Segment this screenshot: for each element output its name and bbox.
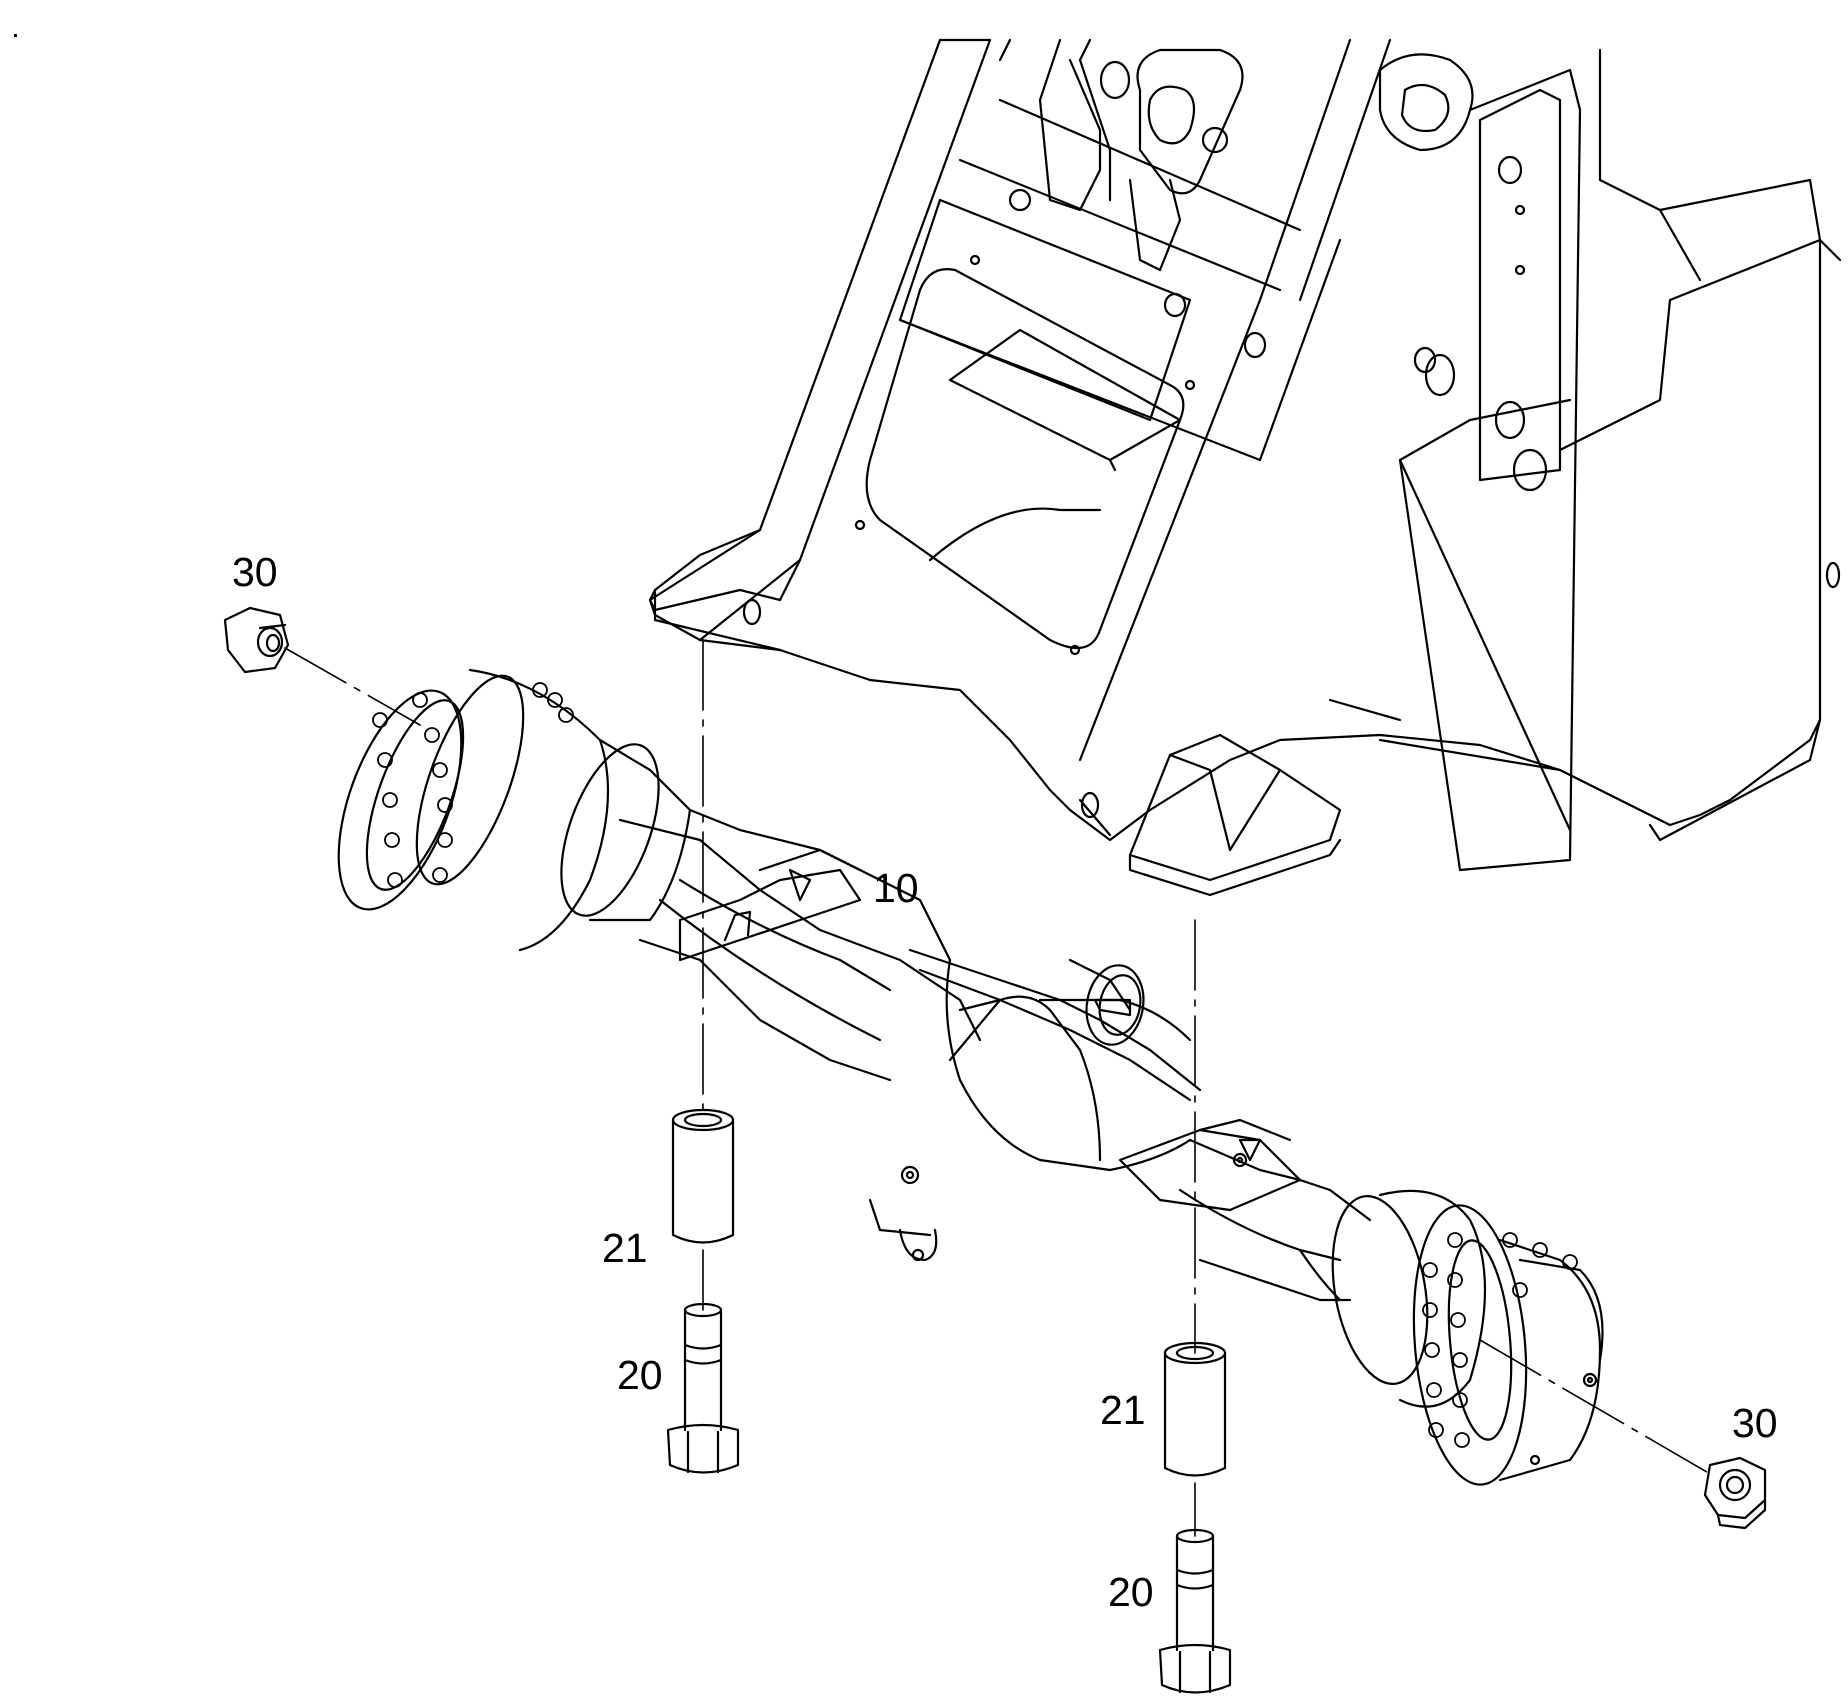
callout-bolt-left: 20 <box>617 1352 663 1398</box>
callout-bushing-left: 21 <box>602 1225 648 1271</box>
callout-nut-left: 30 <box>232 549 278 595</box>
bushing-left <box>671 1108 735 1244</box>
callout-nut-right: 30 <box>1732 1400 1778 1446</box>
bolt-left <box>666 1302 740 1474</box>
axle-assembly <box>337 668 1604 1486</box>
nut-left <box>223 606 290 674</box>
callout-bolt-right: 20 <box>1108 1569 1154 1615</box>
center-lines <box>284 639 1713 1537</box>
callout-axle: 10 <box>873 865 919 911</box>
loader-frame <box>648 38 1842 897</box>
bushing-right <box>1163 1341 1227 1477</box>
nut-right <box>1703 1456 1767 1530</box>
stray-dot <box>14 34 17 37</box>
bolt-right <box>1158 1528 1232 1694</box>
callout-bushing-right: 21 <box>1100 1387 1146 1433</box>
